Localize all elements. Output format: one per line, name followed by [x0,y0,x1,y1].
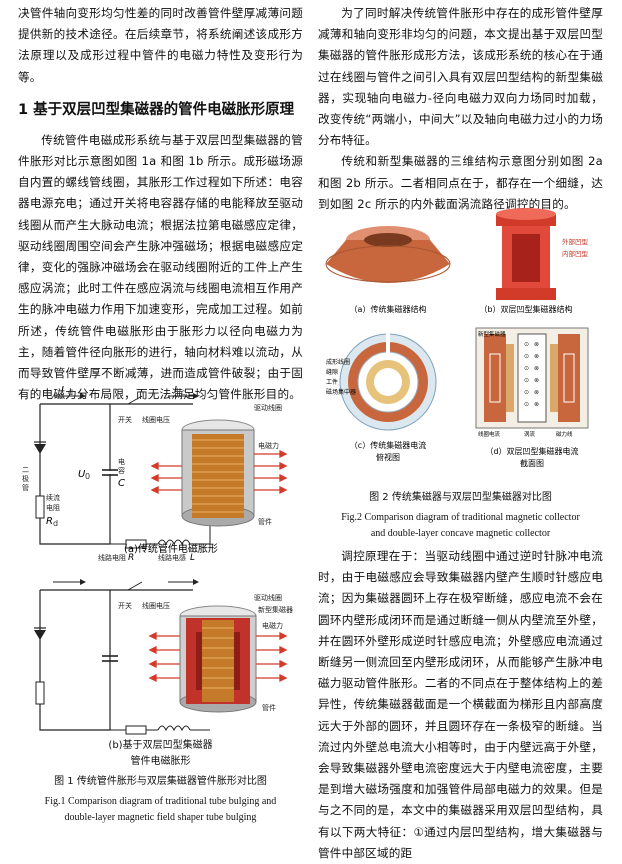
figure-1b-double-layer-bulging: 开关 线圈电压 驱动线圈 新型集磁器 电磁力 管件 [34,579,293,735]
label-diode: 二 [22,466,29,474]
svg-text:磁场集中器: 磁场集中器 [326,388,356,396]
label-Ic: I [174,385,177,396]
svg-text:磁力线: 磁力线 [556,430,573,438]
svg-text:⊗: ⊗ [534,401,539,408]
svg-text:线路电阻: 线路电阻 [98,553,126,562]
svg-text:开关: 开关 [118,415,132,424]
right-column: 为了同时解决传统管件胀形中存在的成形管件壁厚减薄和轴向变形非均匀的问题，本文提出… [318,0,603,860]
svg-text:⊙: ⊙ [524,365,529,372]
figure-1a-traditional-bulging: I d I c 二 极 管 续流 电阻 R d U 0 电 容 C 线路电阻 R… [22,385,288,563]
principle-paragraph: 传统管件电磁成形系统与基于双层凹型集磁器的管件胀形对比示意图如图 1a 和图 1… [18,132,303,402]
svg-text:（a）传统集磁器结构: （a）传统集磁器结构 [350,304,427,314]
svg-text:续流: 续流 [46,493,60,502]
svg-text:涡流: 涡流 [524,430,536,438]
svg-text:电阻: 电阻 [46,503,60,512]
svg-text:⊗: ⊗ [534,353,539,360]
svg-text:C: C [118,478,125,489]
svg-text:截面图: 截面图 [520,458,544,468]
svg-text:电: 电 [118,457,125,466]
follow-resistor [35,495,45,519]
structure-paragraph: 传统和新型集磁器的三维结构示意图分别如图 2a 和图 2b 所示。二者相同点在于… [318,154,603,211]
svg-text:⊙: ⊙ [524,353,529,360]
figure-2a-traditional-collector [325,226,451,283]
diode-symbol [34,444,46,454]
right-intro-paragraph: 为了同时解决传统管件胀形中存在的成形管件壁厚减薄和轴向变形非均匀的问题，本文提出… [318,6,603,148]
svg-text:驱动线圈: 驱动线圈 [254,593,282,602]
figure-2c-top-view [339,330,437,431]
svg-text:电磁力: 电磁力 [262,621,283,630]
svg-text:容: 容 [118,466,125,475]
svg-text:d: d [68,388,73,397]
svg-text:⊙: ⊙ [524,389,529,396]
svg-text:0: 0 [85,472,90,481]
svg-text:R: R [46,516,53,527]
figure-2-caption: 图 2 传统集磁器与双层凹型集磁器对比图 Fig.2 Comparison di… [341,492,580,539]
svg-text:线圈电压: 线圈电压 [142,601,170,610]
svg-text:R: R [128,553,134,563]
svg-text:新型集磁器: 新型集磁器 [478,330,506,338]
svg-text:极: 极 [22,474,29,483]
svg-text:U: U [78,469,86,480]
label-Id: I [61,385,64,396]
svg-text:电磁力: 电磁力 [258,441,279,450]
svg-text:（b）双层凹型集磁器结构: （b）双层凹型集磁器结构 [479,304,572,314]
svg-text:管: 管 [22,483,29,492]
svg-text:⊙: ⊙ [524,377,529,384]
svg-text:⊗: ⊗ [534,377,539,384]
section-heading: 1 基于双层凹型集磁器的管件电磁胀形原理 [18,101,295,118]
mechanism-paragraph: 调控原理在于：当驱动线圈中通过逆时针脉冲电流时，由于电磁感应会导致集磁器内壁产生… [318,549,603,860]
svg-text:内部凹型: 内部凹型 [562,249,589,258]
svg-text:线路电感: 线路电感 [158,553,186,562]
left-intro-paragraph: 决管件轴向变形均匀性差的同时改善管件壁厚减薄问题提供新的技术途径。在后续章节，将… [18,6,303,84]
svg-text:（d）双层凹型集磁器电流: （d）双层凹型集磁器电流 [485,446,578,456]
svg-text:管件: 管件 [262,703,276,712]
svg-text:成形线圈: 成形线圈 [326,358,350,366]
figure-2d-section-view: ⊙ ⊙ ⊙ ⊙ ⊙ ⊙ ⊗ ⊗ ⊗ ⊗ ⊗ ⊗ [475,327,589,429]
svg-text:d: d [53,519,58,528]
svg-text:⊗: ⊗ [534,389,539,396]
figure-1a-subcaption: (a)传统管件电磁胀形 [124,542,218,555]
svg-text:线圈电压: 线圈电压 [142,415,170,424]
figure-1-caption: 图 1 传统管件胀形与双层集磁器管件胀形对比图 Fig.1 Comparison… [44,776,277,823]
svg-text:（c）传统集磁器电流: （c）传统集磁器电流 [350,440,426,450]
svg-text:⊗: ⊗ [534,365,539,372]
svg-text:缝隙: 缝隙 [326,368,338,376]
svg-text:外部凹型: 外部凹型 [562,237,589,246]
svg-text:俯视图: 俯视图 [376,452,400,462]
svg-text:c: c [181,388,185,397]
svg-text:线圈电流: 线圈电流 [478,430,501,438]
svg-text:⊙: ⊙ [524,341,529,348]
figure-2-collector-comparison: （a）传统集磁器结构 外部凹型 内部凹型 （b）双层凹型集磁器结构 成形线圈 缝… [325,208,589,468]
svg-text:⊗: ⊗ [534,341,539,348]
line-inductor [157,539,191,546]
left-column: 决管件轴向变形均匀性差的同时改善管件壁厚减薄问题提供新的技术途径。在后续章节，将… [18,0,303,823]
svg-text:工件: 工件 [326,378,338,386]
figure-1b-subcaption-block: (b)基于双层凹型集磁器 管件电磁胀形 [108,740,213,767]
label-drive-coil: 驱动线圈 [254,403,282,412]
svg-text:L: L [190,553,195,563]
figure-2b-double-layer-collector [496,208,556,300]
svg-text:⊙: ⊙ [524,401,529,408]
svg-text:开关: 开关 [118,601,132,610]
svg-text:管件: 管件 [258,517,272,526]
svg-text:新型集磁器: 新型集磁器 [258,605,293,614]
